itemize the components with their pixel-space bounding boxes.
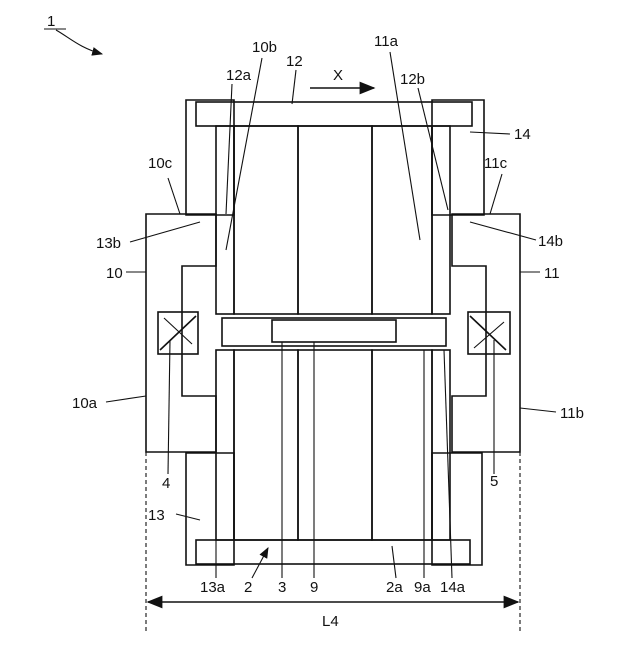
- upper-right-block: [432, 100, 484, 215]
- label-11b: 11b: [560, 405, 584, 422]
- label-12: 12: [286, 53, 303, 70]
- label-12b: 12b: [400, 71, 425, 88]
- lower-left-block: [186, 453, 234, 565]
- label-9a: 9a: [414, 579, 431, 596]
- label-14b: 14b: [538, 233, 563, 250]
- label-9: 9: [310, 579, 318, 596]
- dimension-label: L4: [322, 613, 339, 630]
- label-10b: 10b: [252, 39, 277, 56]
- label-2: 2: [244, 579, 252, 596]
- label-3: 3: [278, 579, 286, 596]
- label-10: 10: [106, 265, 123, 282]
- label-11c: 11c: [484, 155, 508, 172]
- lower-coil-center: [298, 350, 372, 540]
- label-13b: 13b: [96, 235, 121, 252]
- label-2a: 2a: [386, 579, 403, 596]
- label-14a: 14a: [440, 579, 466, 596]
- lower-coil-left: [234, 350, 298, 540]
- upper-coil-center: [298, 126, 372, 314]
- lower-coil-right: [372, 350, 432, 540]
- label-10a: 10a: [72, 395, 98, 412]
- label-5: 5: [490, 473, 498, 490]
- label-13a: 13a: [200, 579, 226, 596]
- bottom-plate: [196, 540, 470, 564]
- top-plate: [196, 102, 472, 126]
- label-14: 14: [514, 126, 531, 143]
- label-4: 4: [162, 475, 170, 492]
- direction-label: X: [333, 67, 343, 84]
- label-13: 13: [148, 507, 165, 524]
- inner-strip-left-bottom: [216, 350, 234, 540]
- label-10c: 10c: [148, 155, 173, 172]
- upper-coil-right: [372, 126, 432, 314]
- left-outer-body: [146, 214, 216, 452]
- center-component: [272, 320, 396, 342]
- lower-right-block: [432, 453, 482, 565]
- label-11: 11: [544, 265, 560, 282]
- label-12a: 12a: [226, 67, 252, 84]
- ref-main-label: 1: [47, 13, 55, 30]
- label-11a: 11a: [374, 33, 399, 50]
